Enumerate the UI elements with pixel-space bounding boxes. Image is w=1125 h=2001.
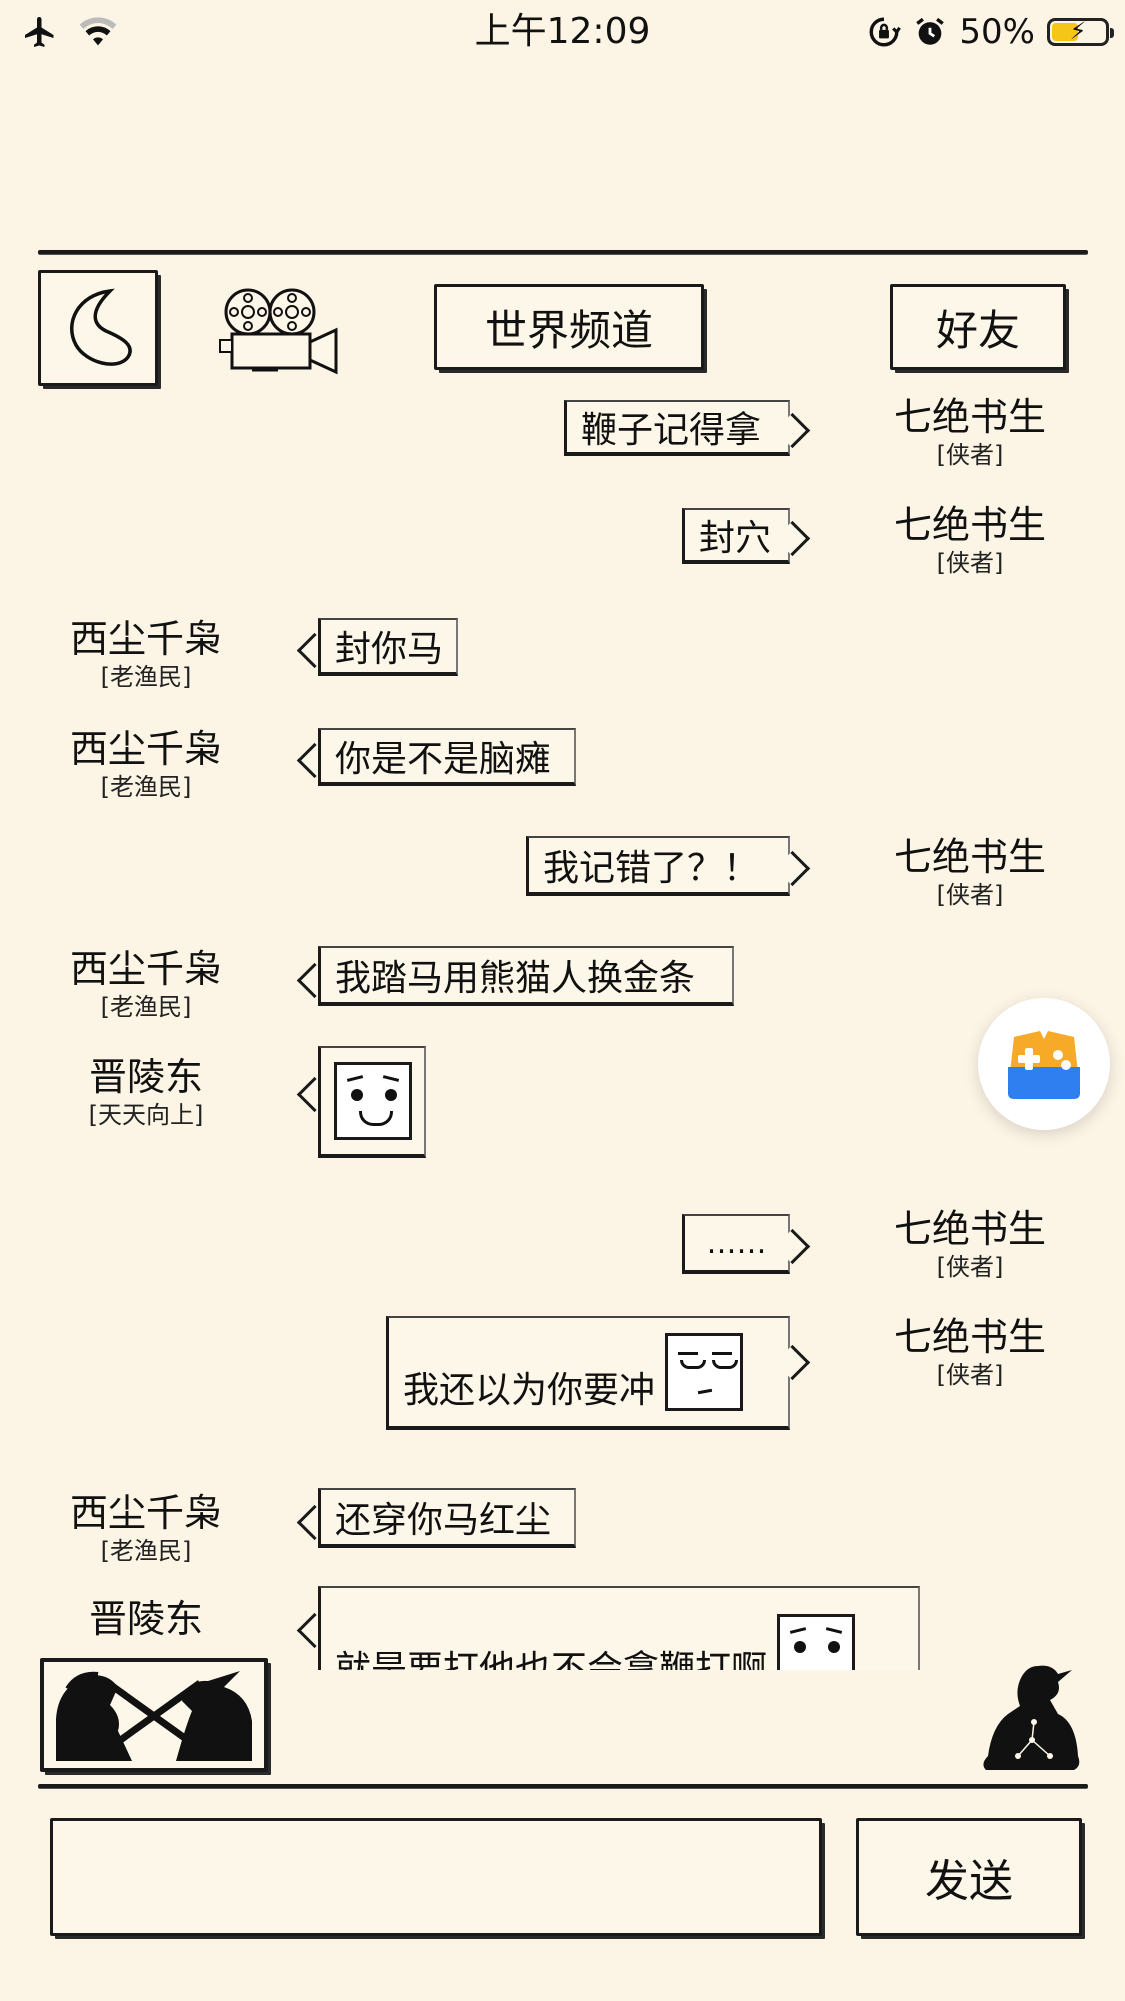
chat-message: 西尘千枭 [老渔民] 我踏马用熊猫人换金条 [0, 946, 1125, 1046]
status-right: 50% ⚡ [867, 10, 1114, 54]
message-text: 还穿你马红尘 [335, 1500, 552, 1541]
sender-title: [老渔民] [100, 993, 192, 1021]
sender-name: 七绝书生 [893, 503, 1046, 547]
tab-world-channel-label: 世界频道 [484, 305, 653, 355]
message-text: 我记错了？！ [543, 848, 760, 889]
top-divider [38, 250, 1088, 254]
sender-block[interactable]: 晋陵东 [天天向上] [56, 1054, 236, 1130]
sender-block[interactable]: 七绝书生 [侠者] [880, 1314, 1060, 1390]
message-text: 封穴 [699, 518, 772, 559]
sender-block[interactable]: 七绝书生 [侠者] [880, 502, 1060, 578]
floating-game-button[interactable] [978, 998, 1110, 1130]
chat-message: 鞭子记得拿 七绝书生 [侠者] [0, 395, 1125, 498]
status-time: 上午12:09 [474, 11, 651, 52]
chat-message: 西尘千枭 [老渔民] 封你马 [0, 616, 1125, 716]
sender-block[interactable]: 西尘千枭 [老渔民] [56, 726, 236, 802]
tab-friends-label: 好友 [935, 305, 1020, 355]
sender-name: 晋陵东 [88, 1597, 203, 1641]
sender-name: 西尘千枭 [69, 1491, 222, 1535]
sender-block[interactable]: 晋陵东 [56, 1596, 236, 1642]
charging-bolt-icon: ⚡ [1069, 17, 1087, 45]
sender-name: 七绝书生 [893, 1207, 1046, 1251]
chat-message: 我记错了？！ 七绝书生 [侠者] [0, 834, 1125, 936]
sender-title: [侠者] [936, 441, 1004, 469]
bottom-divider [38, 1784, 1088, 1788]
tab-friends[interactable]: 好友 [890, 284, 1066, 370]
sender-name: 七绝书生 [893, 395, 1046, 439]
sender-block[interactable]: 西尘千枭 [老渔民] [56, 1490, 236, 1566]
message-text: …… [706, 1225, 767, 1261]
duel-swords-icon [56, 1671, 252, 1761]
sender-title: [天天向上] [88, 1101, 204, 1129]
battery-fill [1052, 23, 1078, 41]
wifi-icon [79, 17, 117, 46]
send-button-label: 发送 [925, 1856, 1013, 1907]
sender-title: [老渔民] [100, 773, 192, 801]
back-button[interactable] [38, 270, 158, 386]
duel-button[interactable] [40, 1658, 268, 1772]
sender-block[interactable]: 西尘千枭 [老渔民] [56, 946, 236, 1022]
message-bubble[interactable]: 鞭子记得拿 [564, 400, 790, 456]
camera-button[interactable] [218, 282, 340, 382]
sender-name: 晋陵东 [88, 1055, 203, 1099]
message-text: 我还以为你要冲 [403, 1370, 656, 1411]
gamepad-icon [1008, 1031, 1080, 1099]
sender-name: 西尘千枭 [69, 947, 222, 991]
tab-world-channel[interactable]: 世界频道 [434, 284, 704, 370]
sender-title: [老渔民] [100, 663, 192, 691]
sender-title: [侠者] [936, 1253, 1004, 1281]
message-bubble[interactable]: …… [682, 1214, 790, 1274]
message-text: 我踏马用熊猫人换金条 [335, 958, 696, 999]
sender-name: 七绝书生 [893, 1315, 1046, 1359]
message-bubble[interactable]: 我踏马用熊猫人换金条 [318, 946, 734, 1006]
sender-block[interactable]: 七绝书生 [侠者] [880, 394, 1060, 470]
sender-name: 西尘千枭 [69, 617, 222, 661]
sender-block[interactable]: 七绝书生 [侠者] [880, 834, 1060, 910]
message-bubble[interactable]: 你是不是脑瘫 [318, 728, 576, 786]
message-bubble[interactable]: 封穴 [682, 508, 790, 564]
message-bubble[interactable]: 封你马 [318, 618, 458, 676]
sender-name: 西尘千枭 [69, 727, 222, 771]
smirking-face-sticker [665, 1333, 744, 1411]
chat-list[interactable]: 鞭子记得拿 七绝书生 [侠者] 封穴 七绝书生 [侠者] 西尘千枭 [老渔民] … [0, 390, 1125, 1670]
back-icon [70, 288, 132, 366]
chat-message: 西尘千枭 [老渔民] 还穿你马红尘 [0, 1488, 1125, 1588]
message-bubble[interactable]: 我还以为你要冲 [386, 1316, 790, 1430]
grinning-face-sticker [777, 1614, 856, 1670]
battery-percent: 50% [959, 12, 1035, 52]
message-bubble[interactable]: 还穿你马红尘 [318, 1488, 576, 1548]
meditating-figure-icon [983, 1665, 1080, 1770]
sender-title: [侠者] [936, 549, 1004, 577]
message-text: 鞭子记得拿 [581, 410, 762, 451]
battery-icon: ⚡ [1047, 17, 1114, 46]
chat-message: 晋陵东 [天天向上] [0, 1046, 1125, 1174]
orientation-lock-icon [869, 17, 902, 47]
meditate-button[interactable] [978, 1660, 1086, 1774]
grinning-face-sticker [333, 1062, 412, 1140]
message-bubble[interactable] [318, 1046, 426, 1158]
alarm-icon [916, 17, 945, 45]
message-input[interactable] [50, 1818, 822, 1936]
airplane-icon [25, 17, 54, 47]
chat-message: …… 七绝书生 [侠者] [0, 1207, 1125, 1314]
message-bubble[interactable]: 就是要打他也不会拿鞭打啊 [318, 1586, 920, 1670]
sender-block[interactable]: 七绝书生 [侠者] [880, 1206, 1060, 1282]
message-text: 就是要打他也不会拿鞭打啊 [335, 1649, 768, 1670]
film-camera-icon [219, 288, 338, 375]
status-left [22, 10, 118, 54]
chat-message: 西尘千枭 [老渔民] 你是不是脑瘫 [0, 726, 1125, 826]
message-text: 你是不是脑瘫 [335, 739, 552, 780]
sender-title: [侠者] [936, 881, 1004, 909]
send-button[interactable]: 发送 [856, 1818, 1082, 1936]
sender-block[interactable]: 西尘千枭 [老渔民] [56, 616, 236, 692]
chat-message: 晋陵东 就是要打他也不会拿鞭打啊 [0, 1586, 1125, 1670]
message-text: 封你马 [335, 629, 444, 670]
sender-title: [侠者] [936, 1361, 1004, 1389]
sender-name: 七绝书生 [893, 835, 1046, 879]
chat-message: 封穴 七绝书生 [侠者] [0, 503, 1125, 606]
chat-message: 我还以为你要冲 七绝书生 [侠者] [0, 1315, 1125, 1444]
sender-title: [老渔民] [100, 1537, 192, 1565]
message-bubble[interactable]: 我记错了？！ [526, 836, 790, 896]
